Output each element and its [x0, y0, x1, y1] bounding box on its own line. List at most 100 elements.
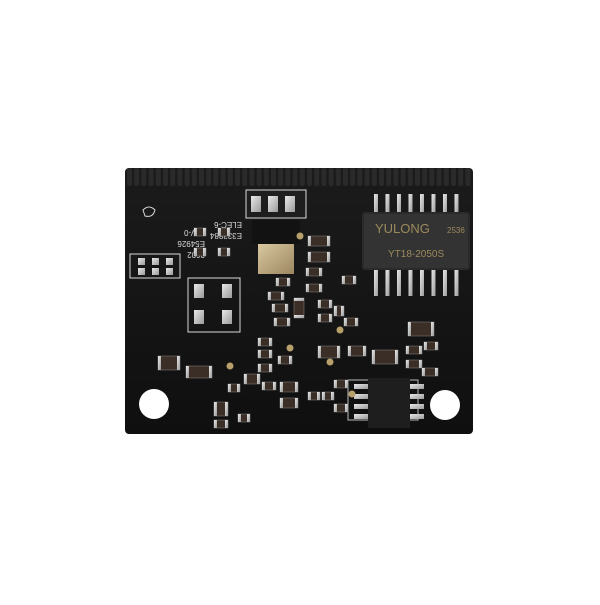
castellation-pad: [213, 168, 219, 186]
component-terminal: [274, 318, 277, 326]
component-terminal: [280, 398, 283, 408]
mounting-hole-right: [430, 390, 460, 420]
castellation-pad: [256, 168, 262, 186]
via: [336, 326, 344, 334]
smd-component: [279, 381, 299, 393]
smd-component: [307, 235, 331, 247]
component-terminal: [431, 322, 434, 336]
castellation-pad: [429, 168, 435, 186]
smd-component: [371, 349, 399, 365]
component-terminal: [334, 306, 337, 316]
component-terminal: [218, 248, 221, 256]
via: [296, 232, 304, 240]
component-terminal: [318, 314, 321, 322]
castellation-pad: [177, 168, 183, 186]
chip-pin: [354, 384, 368, 389]
component-body: [371, 349, 399, 365]
component-terminal: [268, 292, 271, 300]
header-pin: [152, 268, 159, 275]
transformer-pin: [420, 270, 424, 296]
castellation-pad: [191, 168, 197, 186]
component-terminal: [306, 284, 309, 292]
chip-pins: [354, 384, 424, 419]
component-terminal: [269, 338, 272, 346]
component-terminal: [419, 360, 422, 368]
component-terminal: [327, 236, 330, 246]
component-terminal: [289, 356, 292, 364]
component-terminal: [308, 236, 311, 246]
component-terminal: [258, 350, 261, 358]
component-terminal: [308, 252, 311, 262]
transformer-pins-bottom: [374, 270, 459, 296]
castellation-pad: [148, 168, 154, 186]
component-terminal: [424, 342, 427, 350]
component-terminal: [334, 380, 337, 388]
castellation-pad: [227, 168, 233, 186]
component-terminal: [295, 398, 298, 408]
transistor-pad: [222, 310, 232, 324]
component-terminal: [258, 338, 261, 346]
castellation-pad: [141, 168, 147, 186]
smd-component: [277, 355, 293, 365]
smd-component: [185, 365, 213, 379]
transistor-pad: [194, 284, 204, 298]
transistor-pad: [222, 284, 232, 298]
component-terminal: [345, 380, 348, 388]
transformer-date-code: 2536: [447, 226, 465, 235]
header-pin: [138, 258, 145, 265]
component-terminal: [363, 346, 366, 356]
smd-component: [343, 317, 359, 327]
transformer-pin: [374, 270, 378, 296]
castellation-pad: [400, 168, 406, 186]
smd-component: [407, 321, 435, 337]
component-terminal: [237, 384, 240, 392]
component-body: [317, 345, 341, 359]
castellation-pad: [371, 168, 377, 186]
castellation-pad: [465, 168, 471, 186]
transformer-pin: [431, 270, 436, 296]
component-terminal: [244, 374, 247, 384]
smd-component: [217, 227, 231, 237]
transformer-pin: [374, 194, 378, 214]
castellation-pad: [170, 168, 176, 186]
castellation-pad: [458, 168, 464, 186]
component-body: [307, 235, 331, 247]
castellation-pad: [271, 168, 276, 186]
castellation-pad: [242, 168, 248, 186]
component-terminal: [295, 382, 298, 392]
component-terminal: [355, 318, 358, 326]
component-terminal: [214, 420, 217, 428]
castellation-pad: [299, 168, 305, 186]
component-terminal: [435, 368, 438, 376]
via: [348, 390, 356, 398]
chip-pin: [410, 404, 424, 409]
castellation-pad: [379, 168, 384, 186]
castellation-pad: [451, 168, 456, 186]
castellation-pad: [321, 168, 327, 186]
header-pin: [152, 258, 159, 265]
component-terminal: [294, 315, 304, 318]
smd-component: [317, 313, 333, 323]
smd-component: [317, 345, 341, 359]
component-terminal: [228, 384, 231, 392]
component-terminal: [329, 300, 332, 308]
component-terminal: [334, 404, 337, 412]
component-terminal: [287, 318, 290, 326]
smd-component: [273, 317, 291, 327]
component-terminal: [209, 366, 212, 378]
smd-component: [157, 355, 181, 371]
smd-component: [333, 305, 345, 317]
header-pin: [138, 268, 145, 275]
chip-pin: [354, 414, 368, 419]
component-terminal: [276, 278, 279, 286]
smd-component: [293, 297, 305, 319]
component-terminal: [435, 342, 438, 350]
component-terminal: [318, 346, 321, 358]
chip-pin: [410, 394, 424, 399]
castellation-pad: [278, 168, 284, 186]
component-terminal: [158, 356, 161, 370]
component-terminal: [322, 392, 325, 400]
castellation-pad: [314, 168, 320, 186]
smd-component: [423, 341, 439, 351]
